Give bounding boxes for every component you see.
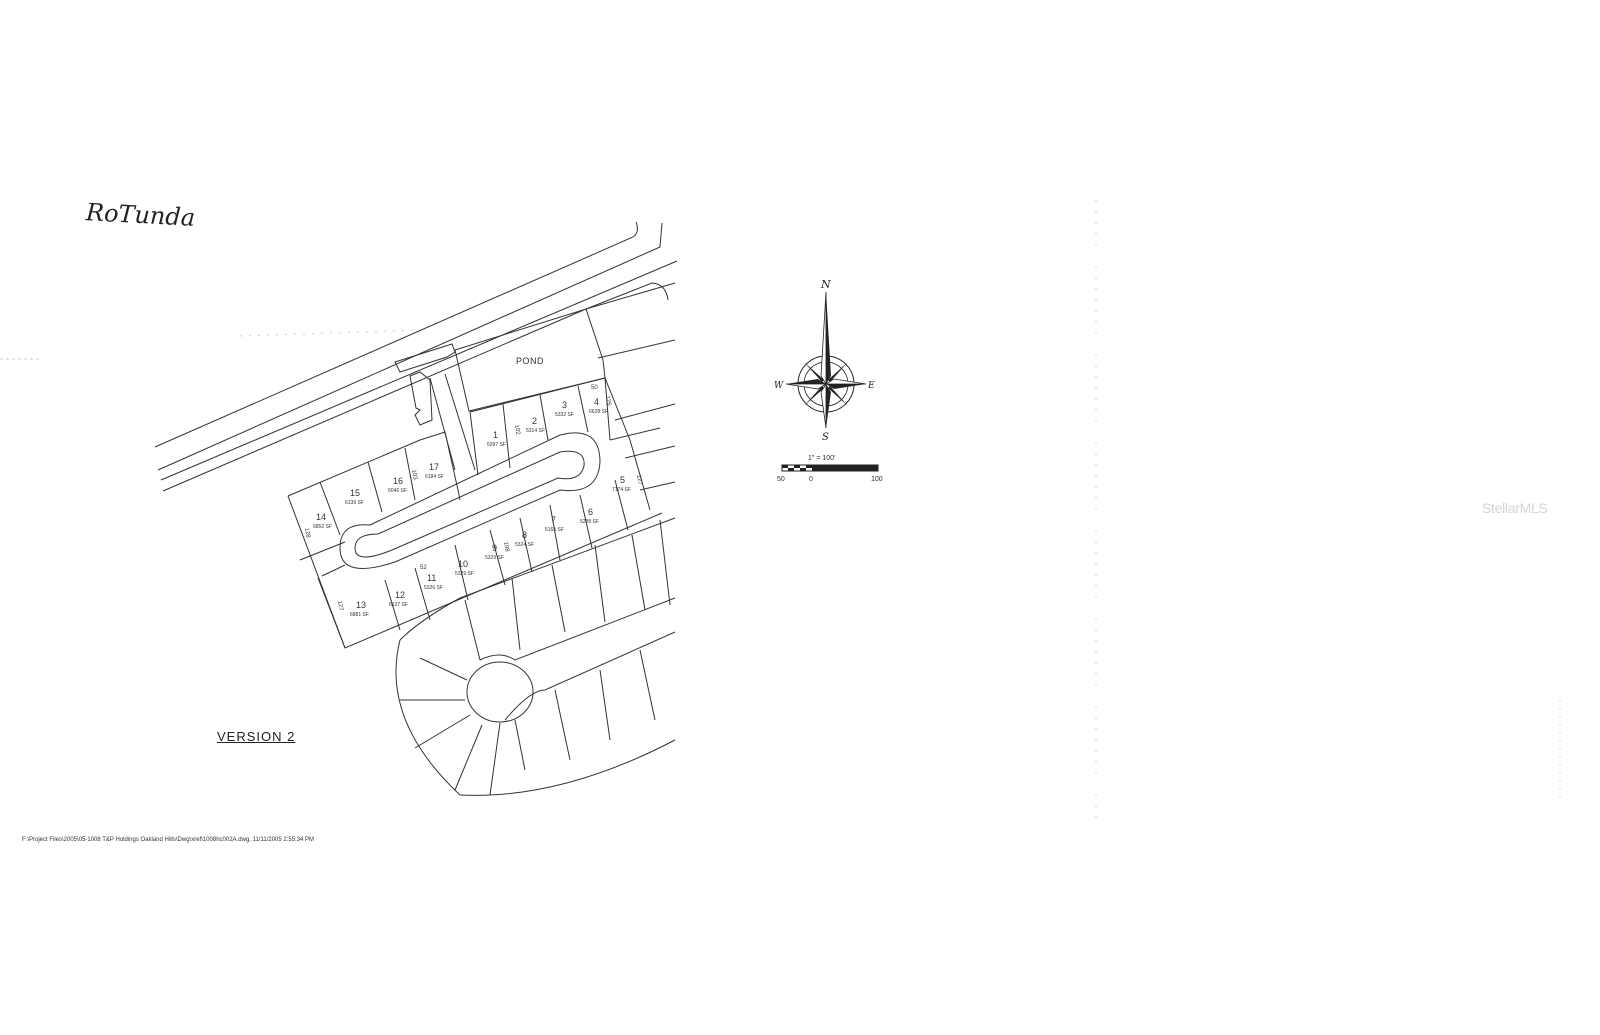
compass-rose-icon: N S E W (774, 278, 875, 443)
lot-number: 2 (532, 416, 537, 426)
dimension: 128 (303, 527, 311, 539)
compass-east-label: E (867, 381, 875, 391)
lot-number: 10 (458, 559, 468, 569)
lot-number: 6 (588, 507, 593, 517)
compass-west-label: W (774, 381, 784, 391)
dimension: 102 (513, 424, 521, 436)
scale-label: 1" = 100' (808, 455, 835, 462)
lot-area: 5324 SF (515, 542, 534, 548)
road-edge (154, 221, 638, 448)
dimension: 52 (420, 565, 427, 571)
lot-area: 5329 SF (485, 555, 504, 561)
lot-number: 14 (316, 512, 326, 522)
scale-tick: 0 (809, 476, 813, 483)
lot-number: 5 (620, 475, 625, 485)
lot-area: 6127 SF (389, 602, 408, 608)
dimension: 103 (410, 469, 418, 481)
lot-number: 13 (356, 600, 366, 610)
lot-area: 5329 SF (455, 571, 474, 577)
file-path: F:\Project Files\2005\05-1008 T&P Holdin… (22, 837, 315, 843)
lot-labels: 1 5397 SF 2 5314 SF 3 5332 SF 4 6628 SF … (303, 356, 643, 618)
compass-south-label: S (822, 432, 829, 443)
lot-area: 6139 SF (345, 500, 364, 506)
lot-area: 5397 SF (487, 442, 506, 448)
lot-area: 5288 SF (580, 519, 599, 525)
lot-area: 6184 SF (425, 474, 444, 480)
compass-north-label: N (820, 278, 831, 291)
lot-area: 6046 SF (388, 488, 407, 494)
watermark: StellarMLS (1482, 500, 1548, 516)
scale-tick: 50 (777, 476, 785, 483)
lot-number: 9 (492, 543, 497, 553)
pond-label: POND (516, 356, 544, 366)
lot-area: 5165 SF (545, 527, 564, 533)
lot-area: 5326 SF (424, 585, 443, 591)
lot-area: 6628 SF (589, 409, 608, 415)
lot-number: 17 (429, 462, 439, 472)
loop-road (339, 432, 601, 569)
dimension: 126 (604, 395, 612, 407)
scale-bar: 1" = 100' 50 0 100 (777, 455, 883, 483)
scale-tick: 100 (871, 476, 883, 483)
lot-area: 6881 SF (350, 612, 369, 618)
entrance (394, 343, 456, 373)
dimension: 50 (591, 385, 598, 391)
dimension: 108 (502, 541, 510, 553)
lot-number: 4 (594, 397, 599, 407)
lot-number: 16 (393, 476, 403, 486)
road-edge (160, 260, 678, 481)
lot-area: 7174 SF (612, 487, 631, 493)
lot-number: 15 (350, 488, 360, 498)
lot-number: 8 (522, 530, 527, 540)
lot-number: 1 (493, 430, 498, 440)
version-label: VERSION 2 (217, 729, 296, 744)
lot-number: 3 (562, 400, 567, 410)
lot-area: 5332 SF (555, 412, 574, 418)
lot-number: 12 (395, 590, 405, 600)
handwritten-title: RoTunda (85, 198, 196, 232)
lot-area: 6852 SF (313, 524, 332, 530)
dimension: 127 (635, 474, 643, 486)
lot-area: 5314 SF (526, 428, 545, 434)
road-edge (162, 282, 669, 492)
dimension: 127 (336, 600, 344, 612)
road-edge (157, 222, 663, 471)
lot-number: 11 (427, 573, 436, 583)
pond-parcel (454, 308, 606, 412)
lot-number: 7 (551, 515, 556, 525)
